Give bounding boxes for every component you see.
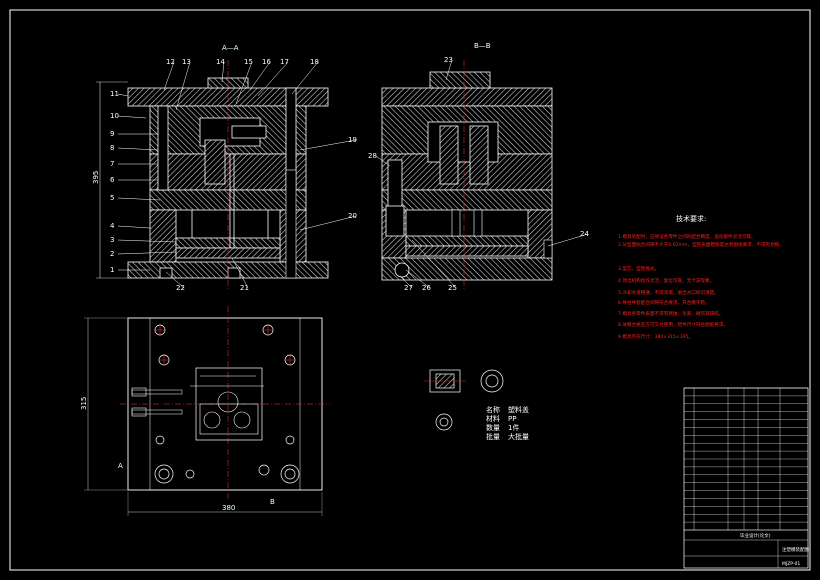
main-leader-17 <box>257 61 289 97</box>
main-leader-13 <box>175 61 191 111</box>
main-leader-22 <box>165 271 185 289</box>
main-balloon-12: 12 <box>166 58 175 66</box>
main-leader-16 <box>249 61 271 91</box>
side-leader-25 <box>411 239 457 289</box>
tech-requirements-title: 技术要求: <box>676 214 706 223</box>
side-balloon-28: 28 <box>368 152 377 160</box>
main-leader-4 <box>117 225 151 229</box>
main-balloon-4: 4 <box>110 222 115 230</box>
tech-requirements: 技术要求: 1.模具装配时，应保证各零件之间的配合精度，运动部件灵活可靠。 2.… <box>618 214 784 340</box>
main-balloon-14: 14 <box>216 58 225 66</box>
title-block-school: 毕业设计(论文) <box>740 532 771 539</box>
main-section-view: A—A <box>92 44 329 290</box>
tech-line-6: 7.模具各零件表面不得有锈蚀、毛刺、碰伤等缺陷。 <box>618 310 723 317</box>
side-section-view: B—B <box>381 42 553 290</box>
tech-line-4: 5.冷却水道畅通，不得渗漏，进出水口标识清楚。 <box>618 289 719 296</box>
part-info: 名称 塑料盖 材料 PP 数量 1件 批量 大批量 <box>486 405 529 441</box>
main-balloon-17: 17 <box>280 58 289 66</box>
main-balloon-5: 5 <box>110 194 114 202</box>
main-leader-15 <box>235 61 253 105</box>
plan-view-arrow-a: A <box>118 462 123 470</box>
main-leader-2 <box>117 251 177 255</box>
main-leader-11 <box>117 93 129 97</box>
main-balloon-22: 22 <box>176 284 185 292</box>
main-section-title: A—A <box>222 44 239 52</box>
main-leader-20 <box>299 215 357 231</box>
side-balloon-25: 25 <box>448 284 457 292</box>
main-balloon-16: 16 <box>262 58 271 66</box>
side-balloon-24: 24 <box>580 230 589 238</box>
tech-line-2: 3.型芯、型腔抛光。 <box>618 265 659 272</box>
main-balloon-19: 19 <box>348 136 357 144</box>
plan-height-dimension: 315 <box>80 397 88 410</box>
main-balloon-3: 3 <box>110 236 114 244</box>
part-info-value-0: 塑料盖 <box>508 405 529 414</box>
balloons-side: 23 24 25 26 27 28 <box>368 56 589 292</box>
part-info-label-2: 数量 <box>486 423 500 432</box>
main-leader-21 <box>231 257 249 289</box>
main-balloon-1: 1 <box>110 266 114 274</box>
main-balloon-8: 8 <box>110 144 114 152</box>
main-leader-14 <box>221 61 225 83</box>
tech-line-7: 8.试模合格后方可交付使用，塑件尺寸符合图纸要求。 <box>618 321 728 328</box>
plan-width-dimension: 380 <box>222 504 235 512</box>
title-block-number: MJZP-01 <box>782 561 800 567</box>
main-balloon-18: 18 <box>310 58 319 66</box>
side-balloon-26: 26 <box>422 284 431 292</box>
main-leader-12 <box>163 61 175 91</box>
main-balloon-21: 21 <box>240 284 249 292</box>
side-leader-28 <box>375 155 391 167</box>
height-dimension: 395 <box>92 171 100 184</box>
title-block-title: 注塑模装配图 <box>782 546 809 553</box>
tech-line-1: 2.分型面贴合间隙不大于0.02mm，型腔表面粗糙度达到图纸要求，不得有划痕。 <box>618 241 784 248</box>
tech-line-3: 4.顶出机构动作灵活，复位可靠，无卡滞现象。 <box>618 277 714 284</box>
main-balloon-20: 20 <box>348 212 357 220</box>
main-balloon-15: 15 <box>244 58 253 66</box>
part-info-label-1: 材料 <box>486 414 500 423</box>
main-leader-10 <box>117 115 147 119</box>
part-info-value-2: 1件 <box>508 423 519 432</box>
tech-line-0: 1.模具装配时，应保证各零件之间的配合精度，运动部件灵活可靠。 <box>618 233 756 240</box>
main-balloon-7: 7 <box>110 160 114 168</box>
part-info-label-0: 名称 <box>486 405 500 414</box>
main-balloon-11: 11 <box>110 90 119 98</box>
part-info-value-3: 大批量 <box>508 432 529 441</box>
side-leader-26 <box>405 269 431 289</box>
title-block: 毕业设计(论文) 注塑模装配图 MJZP-01 <box>683 387 809 569</box>
plan-view: 315 380 <box>80 306 330 516</box>
side-leader-24 <box>547 233 589 247</box>
plan-view-arrow-b: B <box>270 498 275 506</box>
side-section-title: B—B <box>474 42 491 50</box>
main-balloon-13: 13 <box>182 58 191 66</box>
main-leader-19 <box>299 139 357 151</box>
side-balloon-23: 23 <box>444 56 453 64</box>
main-balloon-2: 2 <box>110 250 114 258</box>
tech-line-5: 6.导柱导套配合间隙符合要求，开合模平稳。 <box>618 299 710 306</box>
main-leader-5 <box>117 197 161 201</box>
side-balloon-27: 27 <box>404 284 413 292</box>
main-balloon-10: 10 <box>110 112 119 120</box>
main-leader-3 <box>117 239 177 243</box>
part-info-value-1: PP <box>508 415 516 423</box>
part-sketches <box>424 369 504 431</box>
tech-line-8: 9.模具外形尺寸：380×315×395。 <box>618 333 693 340</box>
side-leader-23 <box>445 59 453 81</box>
main-balloon-6: 6 <box>110 176 115 184</box>
main-leader-8 <box>117 147 159 151</box>
main-leader-18 <box>291 61 319 95</box>
side-leader-27 <box>399 275 413 289</box>
part-info-label-3: 批量 <box>486 432 500 441</box>
drawing-frame <box>9 9 811 571</box>
main-balloon-9: 9 <box>110 130 114 138</box>
